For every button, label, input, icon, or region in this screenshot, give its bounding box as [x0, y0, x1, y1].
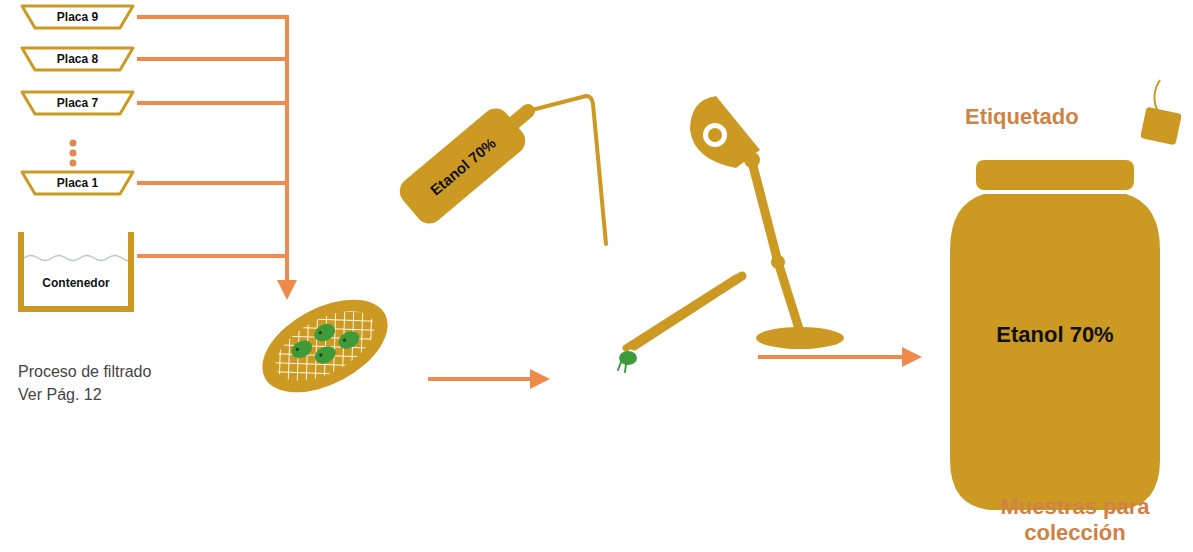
label-tag [1140, 80, 1182, 145]
caption-label: Muestras para colección [975, 494, 1175, 547]
container-box: Contenedor [18, 232, 134, 312]
collection-jar: Etanol 70% [950, 160, 1160, 510]
node-text: Placa 8 [57, 52, 98, 66]
flow-arrow [758, 355, 918, 359]
sieve [247, 281, 403, 412]
node-text: Placa 7 [57, 96, 98, 110]
plate-trapezoid: Placa 8 [20, 46, 135, 72]
lamp-symbol [690, 96, 844, 349]
node-text: Contenedor [42, 276, 109, 290]
wash-bottle-nozzle [510, 96, 606, 244]
merge-arrows [137, 15, 289, 296]
node-text: Placa 9 [57, 10, 98, 24]
plate-trapezoid: Placa 9 [20, 4, 135, 30]
plate-trapezoid: Placa 7 [20, 90, 135, 116]
flow-arrow [428, 377, 546, 381]
ellipsis-dots [70, 140, 77, 167]
step-label: Etiquetado [965, 104, 1125, 130]
plate-trapezoid: Placa 1 [20, 170, 135, 196]
note-text: Proceso de filtrado Ver Pág. 12 [18, 360, 178, 406]
node-text: Etanol 70% [996, 322, 1113, 348]
tweezers [618, 276, 742, 372]
node-text: Placa 1 [57, 176, 98, 190]
wash-bottle: Etanol 70% [394, 103, 531, 230]
container-box-outline [18, 232, 134, 312]
